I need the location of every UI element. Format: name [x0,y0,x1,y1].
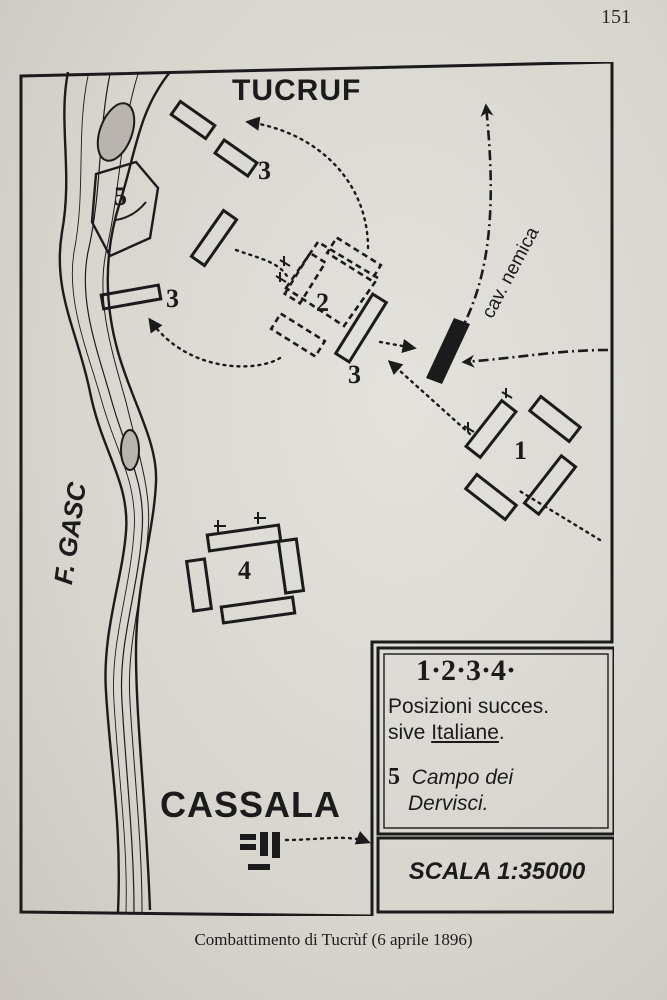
cassala-label: CASSALA [160,784,342,825]
scale-box-border [376,836,614,914]
legend-line-2-prefix: sive [388,721,432,744]
legend-dervish-camp: 5 Campo dei Dervisci. [388,764,614,817]
legend-dervish-text-1: Campo dei [411,766,514,789]
legend-line-1: Posizioni succes. [388,695,550,718]
map-drawing [19,62,614,916]
tucruf-label: TUCRUF [232,74,362,107]
position-3-label: 3 [166,284,179,313]
position-2-label: 2 [316,288,329,317]
map-border [19,62,614,916]
legend-dervish-line-2: Dervisci. [408,792,489,815]
figure-caption: Combattimento di Tucrùf (6 aprile 1896) [194,930,473,949]
position-3-label: 3 [258,156,271,185]
legend-line-2-suffix: . [498,721,505,744]
cassala-buildings [240,832,280,870]
legend: 1·2·3·4· Posizioni succes. sive Italiane… [380,652,614,832]
position-2-square [269,235,383,359]
dervish-camp [90,160,160,258]
river-island [120,429,140,471]
river-island [96,102,136,162]
battle-map: TUCRUF CASSALA F. GASC cav. nemica 5 3 3… [18,62,614,916]
legend-numbers: 1·2·3·4· [416,654,517,687]
position-4-label: 4 [238,556,251,585]
legend-italian-positions: Posizioni succes. sive Italiane. [388,694,614,746]
position-3-units [99,99,389,364]
page-number: 151 [601,6,631,28]
position-3-label: 3 [348,360,361,389]
legend-line-2: sive Italiane. [388,720,614,746]
legend-line-2-underlined: Italiane [431,721,499,744]
artillery-markers [214,256,513,532]
legend-box-border [376,646,614,836]
map-scale: SCALA 1:35000 [408,858,586,885]
legend-dervish-number: 5 [388,764,400,790]
position-5-label: 5 [114,182,127,211]
position-4-square [184,523,306,625]
position-1-square [463,394,583,522]
legend-dervish-line-1: 5 Campo dei [388,764,614,791]
position-1-label: 1 [514,436,527,465]
italian-movements [148,116,602,845]
river-gasc [58,71,171,913]
enemy-movements [446,103,609,368]
